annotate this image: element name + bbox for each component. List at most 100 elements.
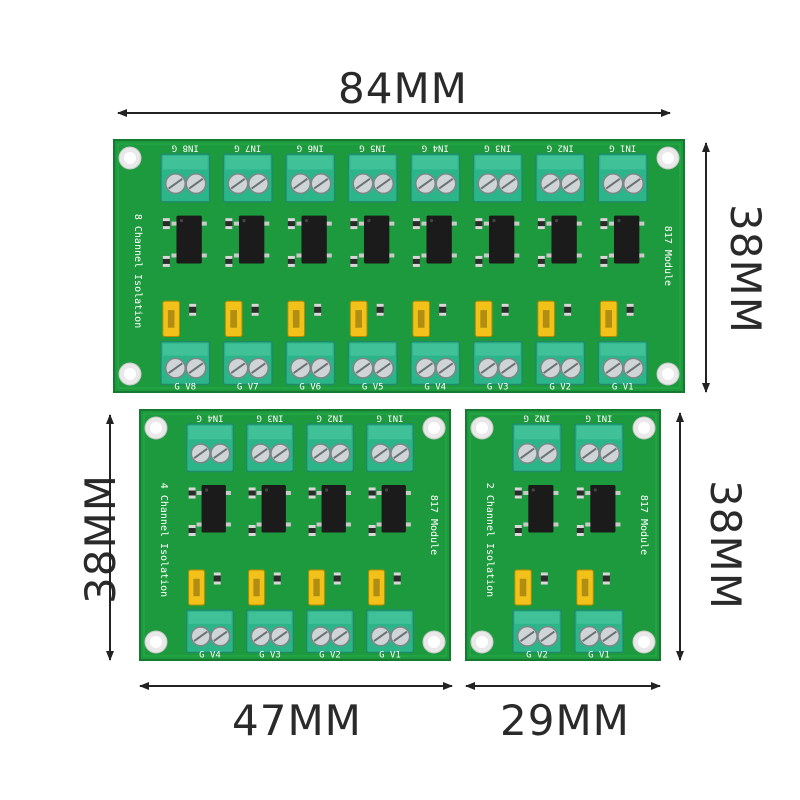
chip-dot [531,488,535,492]
screw-slot [251,362,266,374]
output-label: G V2 [549,383,571,393]
smd-cap [308,525,316,528]
optocoupler-chip [488,215,515,264]
smd-cap [225,218,233,222]
screw-slot [213,447,228,459]
bottom-right-width-label: 29MM [500,696,630,745]
smd-cap [540,581,548,585]
chip-pin [233,221,239,226]
jumper-slot [373,578,380,597]
smd-resistor [368,487,376,499]
chip-pin [296,253,302,258]
board-side-text: 8 Channel Isolation [132,214,143,328]
screw-slot [543,362,558,374]
smd-cap [248,525,256,528]
input-label: IN4 G [196,413,223,423]
mounting-hole-center [476,636,488,648]
jumper-cap [576,569,594,606]
mounting-hole-center [476,422,488,434]
terminal-highlight [188,426,232,440]
jumper-slot [519,578,527,597]
chip-pin [285,491,291,495]
smd-cap [600,226,608,230]
jumper-cap [412,300,430,338]
chip-pin [576,253,582,258]
smd-resistor [273,572,281,585]
smd-resistor [564,303,572,316]
smd-resistor [350,218,358,230]
smd-resistor [188,525,196,536]
screw-slot [251,177,266,190]
screw-slot [230,177,246,190]
screw-slot [418,362,433,374]
smd-resistor [287,218,295,230]
smd-resistor [602,572,610,585]
smd-cap [188,525,196,528]
smd-resistor [475,218,483,230]
smd-cap [162,263,170,267]
jumper-cap [537,300,555,338]
chip-pin [421,253,427,258]
mounting-hole-center [662,152,674,164]
input-label: IN2 G [547,143,574,153]
chip-pin [553,522,559,527]
chip-pin [376,491,382,495]
smd-resistor [576,487,584,499]
smd-cap [350,263,358,267]
smd-cap [248,533,256,536]
smd-resistor [368,525,376,536]
smd-cap [248,487,256,491]
smd-resistor [540,572,548,585]
chip-dot [554,219,559,223]
smd-resistor [308,525,316,536]
smd-cap [314,312,322,316]
chip-pin [358,221,364,226]
smd-cap [501,312,509,316]
output-label: G V8 [174,383,196,393]
screw-slot [253,630,268,642]
smd-cap [376,303,384,307]
screw-slot [626,177,641,190]
smd-resistor [287,255,295,267]
smd-cap [350,226,358,230]
smd-cap [475,218,483,222]
mounting-hole-center [124,152,136,164]
smd-cap [412,218,420,222]
pcb-edge [469,413,657,657]
smd-cap [189,312,197,316]
output-label: G V4 [424,383,446,393]
terminal-highlight [514,426,560,440]
screw-slot [313,630,328,642]
chip-pin [264,253,270,258]
board-side-text: 2 Channel Isolation [484,483,495,597]
smd-cap [537,218,545,222]
screw-slot [355,362,371,374]
mounting-hole-center [662,368,674,380]
chip-pin [256,522,262,527]
smd-resistor [412,218,420,230]
smd-resistor [162,218,170,230]
jumper-slot [417,310,425,328]
screw-slot [273,447,288,459]
screw-slot [213,630,228,642]
mounting-hole-center [428,636,440,648]
top-width-label: 84MM [338,64,468,113]
terminal-highlight [287,343,333,356]
smd-resistor [162,255,170,267]
smd-resistor [514,487,522,499]
terminal-highlight [475,156,521,170]
smd-cap [368,525,376,528]
smd-resistor [251,303,259,316]
screw-slot [373,630,388,642]
chip-pin [201,221,207,226]
terminal-highlight [537,343,583,356]
optocoupler-chip [176,215,202,264]
optocoupler-chip [301,215,327,264]
jumper-slot [605,310,612,328]
screw-slot [313,177,329,190]
screw-slot [581,630,597,642]
optocoupler-chip [363,215,390,264]
smd-cap [439,303,447,307]
